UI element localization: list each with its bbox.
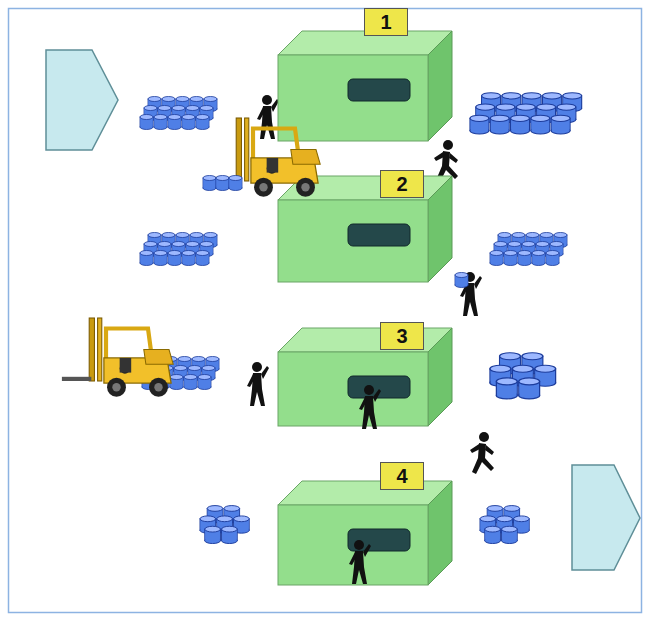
step-number: 1	[364, 8, 408, 36]
machine-window	[348, 376, 410, 398]
box-shape	[278, 170, 454, 284]
box-top	[278, 481, 452, 505]
step-number: 3	[380, 322, 424, 350]
workstation-box: 2	[278, 170, 454, 284]
box-front	[278, 505, 428, 585]
box-side	[428, 328, 452, 426]
box-side	[428, 481, 452, 585]
box-front	[278, 200, 428, 282]
box-shape	[278, 322, 454, 428]
box-side	[428, 31, 452, 141]
workstation-box: 3	[278, 322, 454, 428]
box-shape	[278, 462, 454, 587]
step-number: 4	[380, 462, 424, 490]
box-top	[278, 328, 452, 352]
step-number: 2	[380, 170, 424, 198]
workstation-box: 4	[278, 462, 454, 587]
box-front	[278, 55, 428, 141]
machine-window	[348, 224, 410, 246]
box-front	[278, 352, 428, 426]
machine-window	[348, 529, 410, 551]
box-top	[278, 176, 452, 200]
box-side	[428, 176, 452, 282]
machine-window	[348, 79, 410, 101]
workstation-box: 1	[278, 8, 454, 143]
